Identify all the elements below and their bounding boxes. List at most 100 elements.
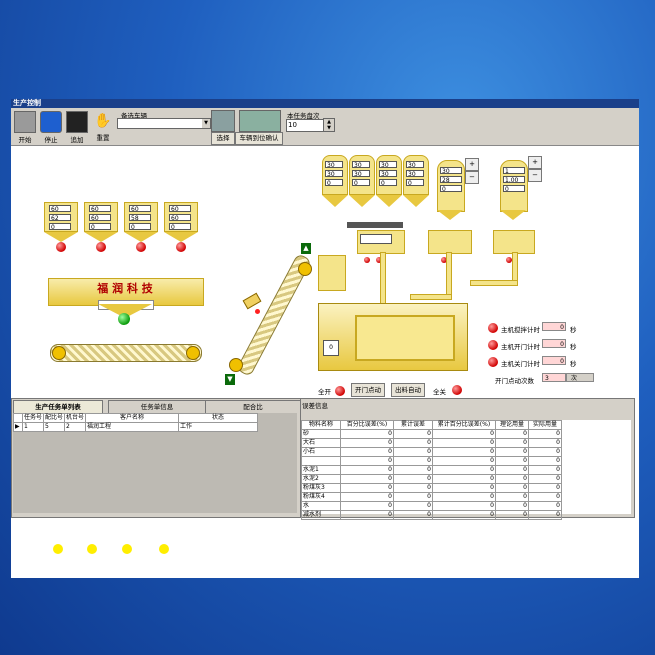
- table-header: 客户名称: [85, 413, 180, 423]
- table-cell: 0: [340, 465, 394, 475]
- silo-value: 30: [352, 161, 370, 169]
- table-header: 百分比误差(%): [340, 420, 394, 430]
- bin-gate-light: [176, 242, 186, 252]
- additive-minus-button[interactable]: −: [528, 169, 542, 182]
- open-time-label: 主机开门计时: [501, 343, 540, 351]
- table-cell: 0: [393, 492, 433, 502]
- table-cell: 0: [432, 465, 496, 475]
- status-dot: [53, 544, 63, 554]
- start-icon: [14, 111, 36, 133]
- select-button[interactable]: 选择: [211, 132, 235, 145]
- powder-valve-light: [364, 257, 370, 263]
- reset-button[interactable]: ✋ 重置: [93, 111, 113, 142]
- close-time-light: [488, 357, 498, 367]
- water-minus-button[interactable]: −: [465, 171, 479, 184]
- powder-weigh-display: [360, 234, 392, 244]
- batch-spinner[interactable]: ▲▼: [323, 118, 335, 132]
- table-header: 任务号: [21, 413, 45, 423]
- bin-gate-light: [96, 242, 106, 252]
- additive-value-setpoint: 1: [503, 167, 525, 175]
- mix-time-light: [488, 323, 498, 333]
- table-cell: 0: [393, 474, 433, 484]
- silo-value: 0: [325, 179, 343, 187]
- open-time-unit: 秒: [570, 343, 577, 351]
- all-close-light[interactable]: [452, 385, 462, 395]
- arrow-down-icon[interactable]: ▼: [225, 374, 235, 385]
- water-valve-light: [441, 257, 447, 263]
- belt-roller-left: [52, 346, 66, 360]
- all-close-label: 全关: [433, 388, 446, 396]
- weigh-hopper-cone: [98, 304, 152, 318]
- table-header: 理论用量: [495, 420, 529, 430]
- incline-roller-bottom: [229, 358, 243, 372]
- tab-task-info[interactable]: 任务单信息: [108, 400, 206, 413]
- jog-count-unit: 次: [566, 373, 594, 382]
- table-cell: 0: [528, 483, 562, 493]
- batch-input[interactable]: 10: [286, 119, 325, 132]
- append-button[interactable]: 追加: [65, 110, 89, 144]
- close-time-unit: 秒: [570, 360, 577, 368]
- append-icon: [66, 111, 88, 133]
- table-cell: 水: [301, 501, 341, 511]
- tab-mix-ratio[interactable]: 配合比: [205, 400, 301, 413]
- table-cell: 0: [432, 438, 496, 448]
- additive-plus-button[interactable]: +: [528, 156, 542, 169]
- jog-count-label: 开门点动次数: [495, 377, 534, 385]
- table-cell: 0: [340, 510, 394, 520]
- discharge-auto-button[interactable]: 出料自动: [391, 383, 425, 397]
- water-plus-button[interactable]: +: [465, 158, 479, 171]
- table-header: 机台号: [64, 413, 87, 423]
- jog-count-input[interactable]: 3: [542, 373, 566, 382]
- tab-task-list[interactable]: 生产任务单列表: [13, 400, 103, 413]
- vehicle-select[interactable]: ▼: [117, 118, 211, 129]
- open-jog-button[interactable]: 开门点动: [351, 383, 385, 397]
- table-cell: 0: [340, 501, 394, 511]
- water-value-diff: 0: [440, 185, 462, 193]
- mixer-shaft: [355, 315, 455, 361]
- close-time-label: 主机关门计时: [501, 360, 540, 368]
- table-cell: 0: [432, 492, 496, 502]
- bin-value: 60: [169, 205, 191, 213]
- table-cell: 1: [21, 422, 45, 432]
- table-cell: 粉煤灰3: [301, 483, 341, 493]
- table-cell: 水泥1: [301, 465, 341, 475]
- table-cell: 0: [432, 501, 496, 511]
- table-cell: 2: [64, 422, 87, 432]
- arrow-up-icon[interactable]: ▲: [301, 243, 311, 254]
- toolbar: 开始 停止 追加 ✋ 重置 备选车辆 ▼ 选择 车辆到位确认 本任务盘次 10 …: [11, 108, 639, 146]
- table-cell: 0: [528, 438, 562, 448]
- stop-button[interactable]: 停止: [39, 110, 63, 144]
- table-cell: 0: [528, 501, 562, 511]
- table-cell: 砂: [301, 429, 341, 439]
- vehicle-confirm-button[interactable]: 车辆到位确认: [235, 132, 283, 145]
- table-header: 状态: [178, 413, 259, 423]
- all-open-light[interactable]: [335, 386, 345, 396]
- silo-value: 30: [325, 170, 343, 178]
- table-header: 物料名称: [301, 420, 341, 430]
- table-cell: 水泥2: [301, 474, 341, 484]
- start-button[interactable]: 开始: [13, 110, 37, 144]
- water-value-actual: 28: [440, 176, 462, 184]
- table-cell: 5: [43, 422, 66, 432]
- hand-icon: ✋: [93, 111, 113, 131]
- table-header: 配比号: [43, 413, 66, 423]
- bin-value: 58: [129, 214, 151, 222]
- table-header-row: 任务号配比号机台号客户名称状态: [13, 413, 259, 423]
- table-cell: 减水剂: [301, 510, 341, 520]
- weigh-valve-green-light: [118, 313, 130, 325]
